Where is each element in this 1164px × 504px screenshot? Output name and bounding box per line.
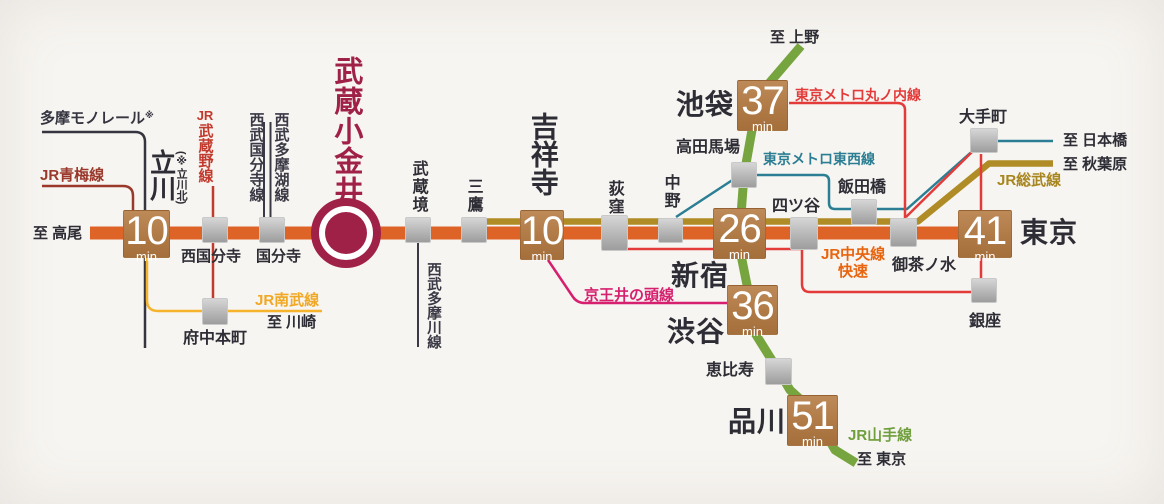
time-badge-shibuya: 36 min — [727, 284, 778, 339]
tachikawa-note: (※立川北) — [175, 151, 188, 205]
jr-sobu-line — [474, 160, 1053, 225]
station-box-ogikubo — [601, 215, 628, 251]
line-label-tama-monorail: 多摩モノレール※ — [40, 110, 154, 128]
station-label-nishikokubunji: 西国分寺 — [181, 248, 242, 265]
minutes-unit: min — [802, 433, 823, 449]
station-box-takadanobaba — [731, 162, 757, 188]
line-label-seibu-tamagawa: 西武多摩川線 — [424, 262, 441, 349]
minutes-unit: min — [974, 248, 996, 264]
footnote-mark: ※ — [145, 110, 154, 120]
city-label-tachikawa: 立川 — [146, 149, 177, 201]
terminal-label-tokyo: 至 東京 — [857, 451, 907, 468]
line-label-keio-inokashira: 京王井の頭線 — [584, 287, 675, 304]
city-label-shinjuku: 新宿 — [671, 260, 730, 291]
minutes-unit: min — [531, 248, 553, 264]
line-label-nambu: JR南武線 — [255, 292, 320, 309]
line-label-tozai: 東京メトロ東西線 — [763, 151, 875, 167]
main-station-title: 武蔵小金井 — [329, 56, 362, 206]
station-box-musashisakai — [405, 217, 431, 243]
minutes-value: 36 — [731, 284, 774, 328]
line-label-sobu: JR総武線 — [997, 172, 1062, 189]
keio-inokashira-line — [544, 256, 740, 305]
city-label-shinagawa: 品川 — [728, 406, 787, 437]
jr-ome-line — [42, 184, 135, 212]
station-label-yotsuya: 四ツ谷 — [772, 198, 821, 215]
minutes-unit: min — [729, 246, 750, 262]
station-box-iidabashi — [851, 199, 877, 225]
line-label-seibu-tamako: 西武多摩湖線 — [272, 112, 290, 202]
station-box-nishikokubunji — [202, 217, 228, 243]
station-label-ginza: 銀座 — [969, 313, 1002, 330]
minutes-unit: min — [752, 118, 773, 134]
station-label-otemachi: 大手町 — [959, 109, 1008, 126]
seibu-kokubunji-tamako-lines — [263, 122, 272, 218]
time-badge-tokyo: 41 min — [958, 209, 1012, 263]
station-label-fuchuhommachi: 府中本町 — [183, 330, 248, 347]
minutes-unit: min — [136, 248, 157, 264]
station-label-kokubunji: 国分寺 — [256, 248, 302, 265]
city-label-shibuya: 渋谷 — [667, 316, 726, 347]
city-label-kichijoji: 吉祥寺 — [527, 112, 559, 196]
line-label-yamanote: JR山手線 — [848, 427, 913, 444]
city-label-ikebukuro: 池袋 — [676, 89, 735, 120]
station-box-ebisu — [765, 358, 792, 385]
line-label-marunouchi: 東京メトロ丸ノ内線 — [795, 87, 921, 103]
station-label-ochanomizu: 御茶ノ水 — [892, 257, 957, 274]
line-label-chuo-rapid: JR中央線 快速 — [821, 246, 886, 280]
line-label-musashino: JR 武蔵野線 — [195, 108, 215, 183]
tama-monorail-line — [42, 130, 147, 348]
time-badge-kichijoji: 10 min — [520, 209, 564, 264]
station-box-mitaka — [461, 217, 487, 243]
minutes-value: 10 — [520, 209, 564, 253]
time-badge-tachikawa: 10 min — [123, 209, 170, 263]
minutes-value: 37 — [741, 79, 784, 123]
line-label-prefix: JR — [196, 108, 214, 123]
station-box-ginza — [971, 278, 997, 303]
station-label-nakano: 中野 — [661, 174, 679, 210]
minutes-value: 51 — [791, 394, 834, 438]
station-label-mitaka: 三鷹 — [464, 178, 482, 214]
station-label-ogikubo: 荻窪 — [605, 180, 623, 216]
minutes-value: 41 — [963, 209, 1007, 253]
minutes-value: 10 — [125, 209, 168, 253]
station-label-musashisakai: 武蔵境 — [409, 160, 427, 214]
line-label-ome: JR青梅線 — [40, 167, 105, 184]
terminal-label-akihabara: 至 秋葉原 — [1063, 156, 1128, 173]
line-label-text: 多摩モノレール — [40, 110, 146, 127]
terminal-label-ueno: 至 上野 — [770, 29, 820, 46]
main-station-marker — [311, 198, 381, 268]
jr-nambu-line — [145, 256, 322, 313]
line-label-text: JR中央線 — [821, 246, 886, 263]
station-box-otemachi — [970, 128, 998, 153]
time-badge-shinagawa: 51 min — [787, 394, 838, 449]
station-box-nakano — [658, 218, 683, 243]
terminal-label-kawasaki: 至 川崎 — [267, 314, 317, 331]
main-station-marker-core — [325, 212, 367, 254]
terminal-label-takao: 至 高尾 — [33, 225, 83, 242]
station-box-yotsuya — [790, 217, 818, 250]
time-badge-shinjuku: 26 min — [713, 207, 766, 262]
station-box-kokubunji — [259, 217, 285, 243]
line-label-text: 武蔵野線 — [196, 123, 214, 183]
minutes-value: 26 — [718, 207, 761, 251]
terminal-label-nihonbashi: 至 日本橋 — [1063, 132, 1128, 149]
time-badge-ikebukuro: 37 min — [737, 79, 788, 134]
station-label-iidabashi: 飯田橋 — [838, 179, 887, 196]
line-label-text: 快速 — [837, 262, 868, 280]
line-label-seibu-kokubunji: 西武国分寺線 — [247, 112, 265, 202]
station-label-takadanobaba: 高田馬場 — [676, 139, 741, 156]
city-label-tokyo: 東京 — [1020, 217, 1079, 248]
station-label-ebisu: 恵比寿 — [706, 362, 755, 379]
tokyo-metro-tozai-line — [675, 139, 1053, 219]
station-box-fuchuhommachi — [202, 298, 228, 325]
minutes-unit: min — [742, 323, 763, 339]
station-box-ochanomizu — [890, 218, 917, 247]
